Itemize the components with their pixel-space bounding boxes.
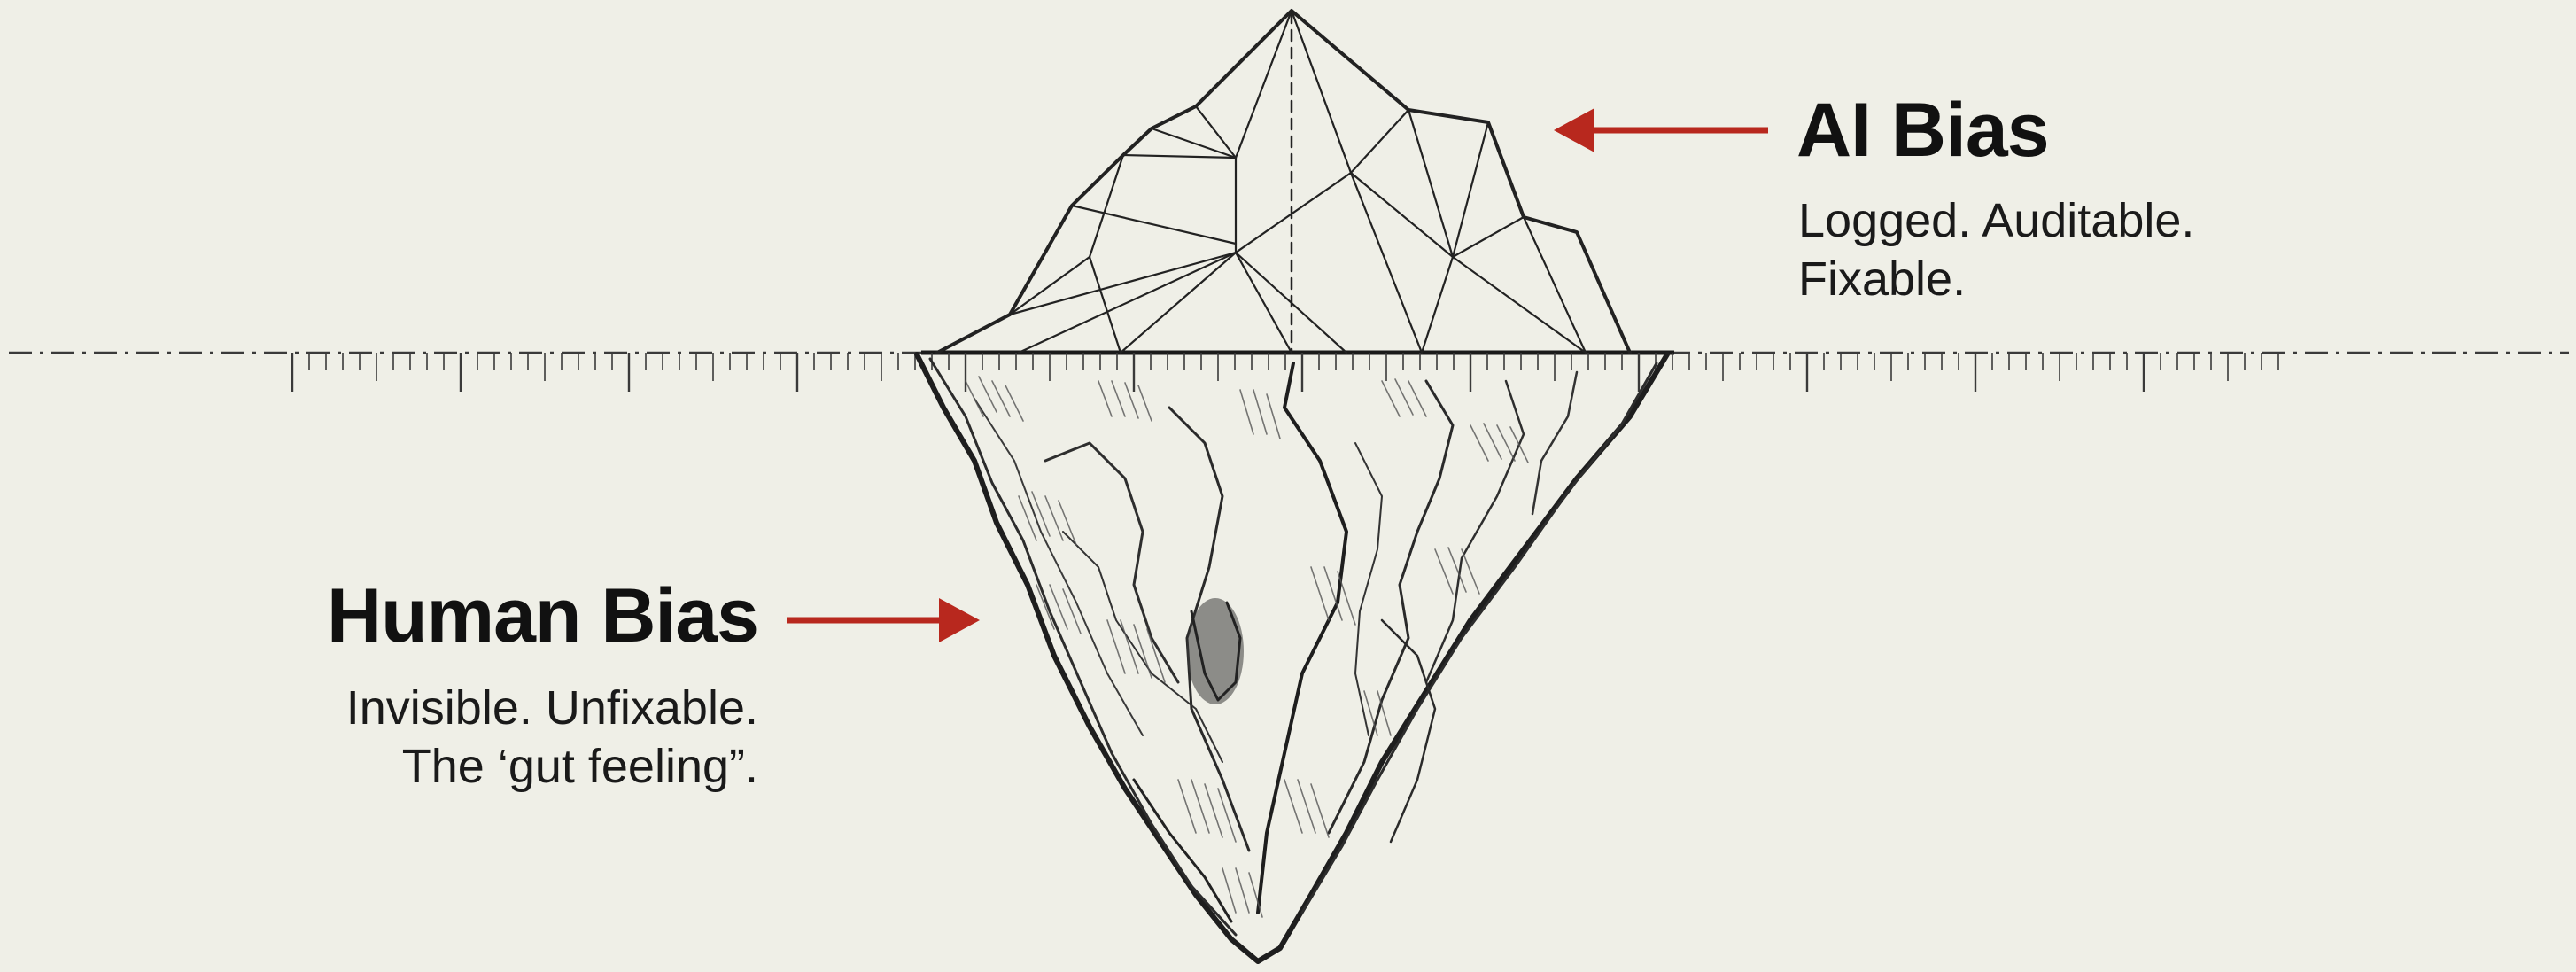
human-bias-title: Human Bias (327, 578, 758, 654)
ai-bias-description: Logged. Auditable. Fixable. (1798, 191, 2194, 308)
human-bias-line-1: Invisible. Unfixable. (346, 679, 758, 737)
ai-bias-line-1: Logged. Auditable. (1798, 191, 2194, 250)
ai-bias-title: AI Bias (1796, 92, 2049, 168)
ai-bias-line-2: Fixable. (1798, 250, 2194, 308)
iceberg-base-icon (917, 354, 1667, 961)
human-bias-description: Invisible. Unfixable. The ‘gut feeling”. (346, 679, 758, 796)
arrow-right-icon (787, 598, 980, 642)
human-bias-line-2: The ‘gut feeling”. (346, 737, 758, 796)
arrow-left-icon (1554, 108, 1768, 152)
waterline-ticks (292, 353, 2278, 392)
iceberg-tip-icon (937, 11, 1630, 353)
